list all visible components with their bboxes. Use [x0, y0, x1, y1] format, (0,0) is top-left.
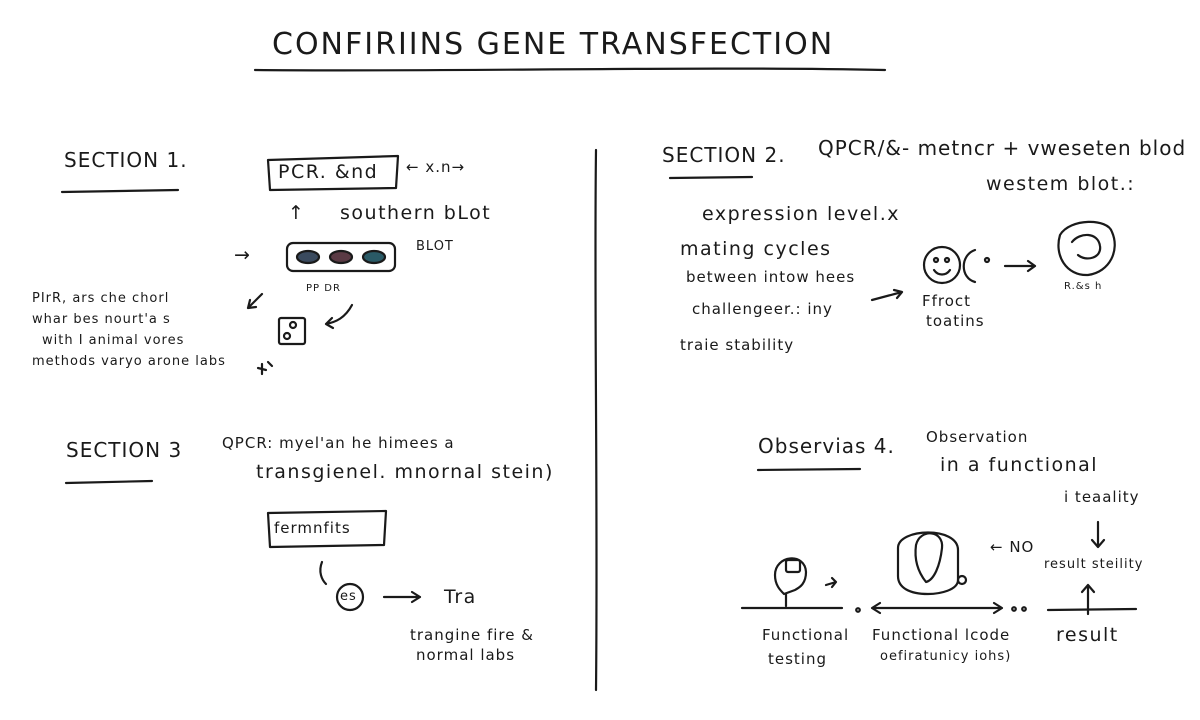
note-line-4: methods varyo arone labs [32, 354, 226, 369]
pcr-box [266, 154, 400, 192]
person2-frame [896, 531, 960, 596]
section1-underline [60, 188, 180, 194]
effect-label-2: toatins [926, 312, 985, 330]
smiley-circle [922, 245, 962, 285]
functional-label-2: testing [768, 650, 828, 668]
vertical-divider [594, 148, 598, 692]
curve-arrow-plate [324, 303, 354, 330]
page-title: CONFIRIINS GENE TRANSFECTION [272, 27, 835, 62]
note-line-2: whar bes nourt'a s [32, 312, 171, 327]
s2-item-3: between intow hees [686, 268, 856, 286]
fermnfits-box [266, 509, 388, 549]
section2-subtitle: QPCR/&- metncr + vweseten blod [818, 136, 1187, 160]
down-curve [319, 560, 328, 586]
s3-line-2: transgienel. mnornal stein) [256, 461, 554, 483]
blot-label: BLOT [416, 239, 454, 254]
arrow-to-effect [870, 288, 904, 302]
sparkle-icon [256, 360, 274, 376]
small-plate [277, 316, 307, 346]
obs-line-3: i teaality [1064, 488, 1140, 506]
timeline-dot-1 [855, 607, 861, 613]
functional-label-1: Functional [762, 626, 850, 644]
s3-caption-2: normal labs [416, 646, 516, 664]
pcr-arrow-text: ← x.n→ [406, 158, 466, 176]
fermnfits-label: fermnfits [274, 519, 351, 537]
functional-node-label-2: oefiratunicy iohs) [880, 649, 1012, 664]
plate-dot-2 [282, 331, 292, 341]
s2-item-1: expression level.x [702, 203, 900, 225]
small-arrow-1 [824, 576, 838, 589]
result-stability-label: result steility [1044, 557, 1144, 572]
obs-line-2: in a functional [940, 454, 1099, 476]
ppdr-label: PP DR [306, 283, 341, 294]
section1-heading: SECTION 1. [64, 148, 188, 172]
southern-blot-label: southern bLot [340, 202, 492, 224]
arrow-to-tra [382, 590, 422, 604]
es-circle [335, 582, 365, 612]
timeline-arrow-right [992, 601, 1004, 615]
result-squiggle [1070, 233, 1102, 260]
blot-device [285, 241, 397, 273]
section4-heading: Observias 4. [758, 434, 895, 458]
blot-well-1 [295, 249, 321, 265]
result-blob [1057, 220, 1116, 277]
result-icon-label: R.&s h [1064, 281, 1103, 292]
plate-dot-1 [288, 320, 298, 330]
timeline-right [1046, 607, 1138, 612]
effect-label-1: Ffroct [922, 292, 972, 310]
blot-well-3 [361, 249, 387, 265]
arrow-to-result-icon [1003, 259, 1037, 273]
timeline-arrow-left [870, 601, 882, 615]
tra-glyph: Tra [444, 586, 477, 608]
down-arrow-result [1090, 520, 1106, 549]
s3-line-1: QPCR: myel'an he himees a [222, 434, 455, 452]
section2-heading: SECTION 2. [662, 143, 786, 167]
up-arrow-result [1080, 583, 1096, 616]
s2-item-4: challengeer.: iny [692, 300, 833, 318]
smiley-mouth [932, 268, 952, 276]
person2-dot [956, 574, 968, 586]
section2-underline [668, 175, 754, 180]
result-label: result [1056, 624, 1119, 646]
note-line-1: PIrR, ars che chorl [32, 291, 170, 306]
blot-well-2 [328, 249, 354, 265]
note-line-3: with I animal vores [42, 333, 185, 348]
obs-line-1: Observation [926, 428, 1029, 446]
person2-face [914, 532, 944, 584]
person1-head [773, 557, 808, 596]
no-label: ← NO [990, 538, 1035, 556]
up-arrow-icon: ↑ [288, 202, 306, 224]
diag-arrow-left [246, 292, 264, 310]
section2-subtitle2: westem blot.: [986, 173, 1136, 195]
pcr-label: PCR. &nd [278, 161, 379, 183]
right-arrow-icon: → [234, 244, 252, 266]
functional-node-label-1: Functional lcode [872, 626, 1011, 644]
section4-underline [756, 467, 862, 472]
smiley-eye-2 [943, 256, 951, 264]
crescent-shape [962, 248, 977, 284]
title-underline [253, 67, 887, 72]
tiny-dot [983, 256, 991, 264]
timeline-dot-2 [1011, 606, 1017, 612]
person1-mask [784, 558, 802, 574]
es-label: es [340, 589, 357, 604]
s3-caption-1: trangine fire & [410, 626, 534, 644]
s2-item-5: traie stability [680, 336, 795, 354]
smiley-eye-1 [932, 256, 940, 264]
s2-item-2: mating cycles [680, 238, 832, 260]
section3-heading: SECTION 3 [66, 438, 183, 462]
timeline-dot-3 [1021, 606, 1027, 612]
section3-underline [64, 479, 154, 485]
